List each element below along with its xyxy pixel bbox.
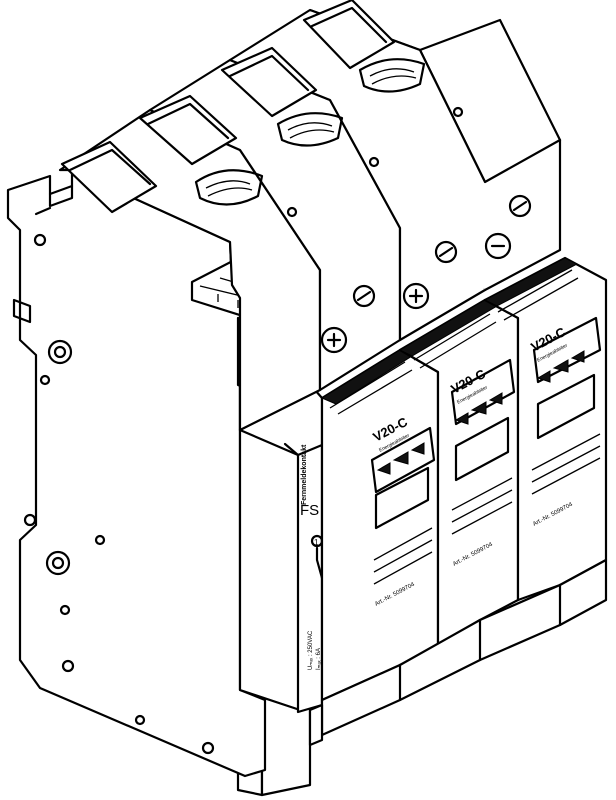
arrester-module-3: V20-C Energieableiter Art.-Nr. 5099704	[483, 256, 608, 622]
fs-spec-2: Iₘₐₓ : 6A	[316, 648, 322, 670]
fs-module: Fernmeldekontakt FS 1 2 4 Uₘₐₓ : 250VAC …	[238, 296, 352, 714]
fs-terminal-1: 1	[314, 538, 319, 547]
fs-code: FS	[300, 502, 319, 519]
arrester-module-1: V20-C Energieableiter Art.-Nr. 5099704	[320, 348, 440, 702]
fs-spec-1: Uₘₐₓ : 250VAC	[308, 630, 314, 670]
upper-housings	[58, 0, 562, 432]
fs-title: Fernmeldekontakt	[301, 444, 308, 505]
module-base-strip	[308, 558, 608, 747]
base-housing	[6, 168, 275, 778]
